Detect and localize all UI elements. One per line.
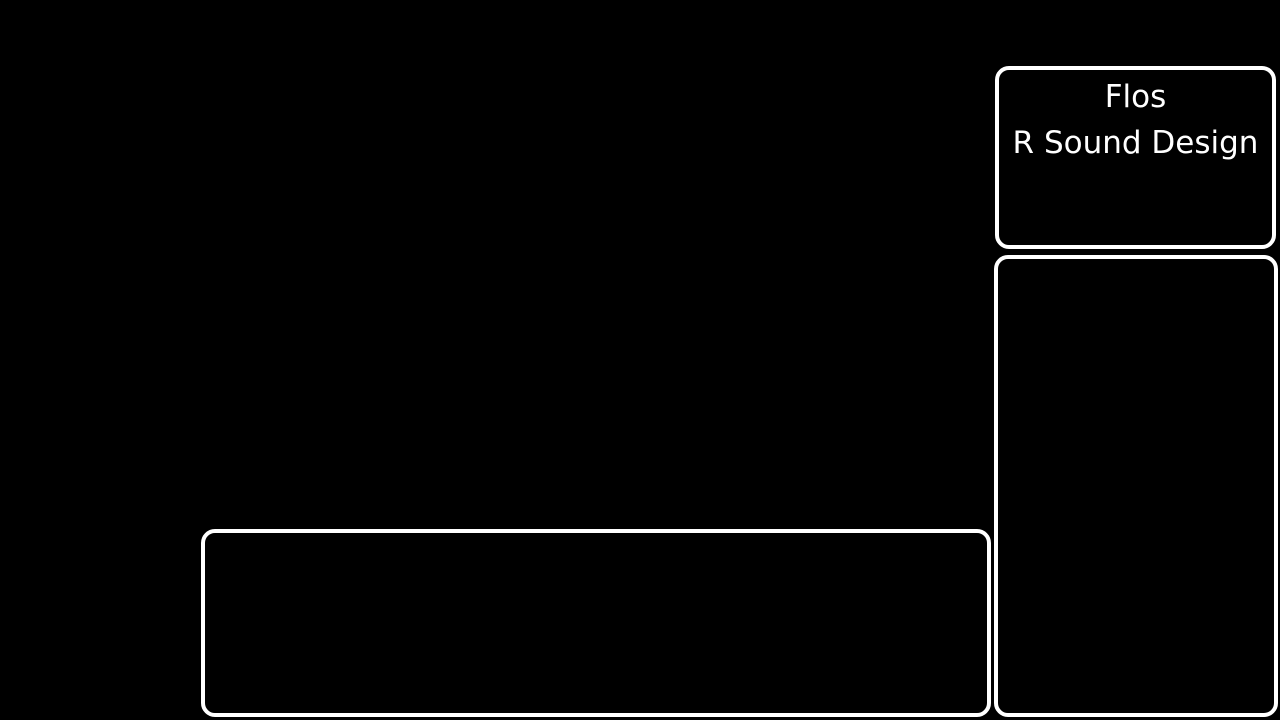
title-line-1: Flos bbox=[1104, 79, 1167, 115]
side-panel bbox=[994, 255, 1278, 717]
title-line-2: R Sound Design bbox=[1012, 125, 1259, 161]
title-text: Flos R Sound Design bbox=[999, 74, 1272, 166]
bottom-panel bbox=[201, 529, 991, 717]
title-panel: Flos R Sound Design bbox=[995, 66, 1276, 249]
